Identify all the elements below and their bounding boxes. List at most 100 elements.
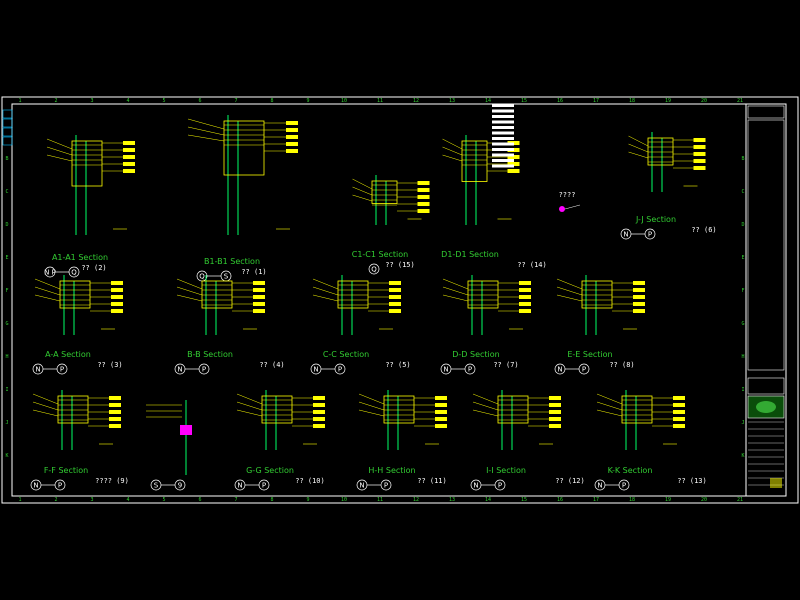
annotation-tag bbox=[253, 281, 265, 285]
detail-block bbox=[461, 140, 488, 182]
title-block-company bbox=[747, 377, 785, 395]
annotation-tag bbox=[253, 309, 265, 313]
annotation-tag bbox=[693, 152, 706, 156]
revision-tabs bbox=[2, 109, 13, 146]
section-subtitle: ?? (2) bbox=[81, 264, 106, 272]
grid-row-label-left: H bbox=[5, 354, 8, 360]
grid-col-label-bottom: 10 bbox=[341, 497, 347, 503]
leader-line bbox=[176, 278, 203, 290]
section-subtitle: ?? (4) bbox=[259, 361, 284, 369]
grid-bubble-label: N bbox=[33, 482, 38, 490]
annotation-tag bbox=[109, 424, 121, 428]
annotation-tag bbox=[111, 309, 123, 313]
leader-line bbox=[187, 118, 225, 130]
grid-bubble-label: P bbox=[58, 482, 62, 490]
leader-line bbox=[442, 278, 469, 290]
annotation-tag bbox=[549, 410, 561, 414]
highlight-block bbox=[180, 425, 192, 435]
leader-line bbox=[34, 294, 61, 302]
title-block-header bbox=[747, 105, 785, 119]
detail-block bbox=[383, 395, 415, 424]
grid-col-label-top: 4 bbox=[126, 98, 129, 104]
section-title: B1-B1 Section bbox=[204, 257, 260, 266]
grid-bubble-label: N bbox=[597, 482, 602, 490]
grid-col-label-bottom: 6 bbox=[198, 497, 201, 503]
grid-row-label-left: I bbox=[5, 387, 8, 393]
annotation-tag bbox=[389, 288, 401, 292]
detail-block bbox=[581, 280, 613, 309]
grid-col-label-bottom: 12 bbox=[413, 497, 419, 503]
grid-bubble-label: P bbox=[622, 482, 626, 490]
section-title: C-C Section bbox=[323, 350, 369, 359]
section-title: I-I Section bbox=[486, 466, 526, 475]
annotation-tag bbox=[633, 281, 645, 285]
grid-col-label-bottom: 1 bbox=[18, 497, 21, 503]
detail-block bbox=[57, 395, 89, 424]
detail-block bbox=[497, 395, 529, 424]
annotation-tag bbox=[313, 417, 325, 421]
annotation-tag bbox=[633, 309, 645, 313]
leader-line bbox=[352, 186, 373, 196]
section-subtitle: ?? (15) bbox=[385, 261, 415, 269]
sheet-border bbox=[1, 96, 799, 504]
detail-block bbox=[337, 280, 369, 309]
grid-bubble-label: S bbox=[154, 482, 159, 490]
annotation-tag bbox=[417, 202, 430, 206]
annotation-tag bbox=[253, 288, 265, 292]
grid-bubble-label: Q bbox=[371, 266, 377, 274]
grid-col-label-top: 8 bbox=[270, 98, 273, 104]
grid-bubble bbox=[368, 263, 380, 275]
annotation-tag bbox=[519, 281, 531, 285]
annotation-tag bbox=[633, 295, 645, 299]
tag-strip-item bbox=[492, 164, 514, 168]
leader-line bbox=[358, 409, 385, 417]
grid-bubble-label: Q bbox=[199, 273, 205, 281]
annotation-tag bbox=[673, 424, 685, 428]
grid-col-label-top: 9 bbox=[306, 98, 309, 104]
grid-bubble-label: S bbox=[224, 273, 229, 281]
grid-col-label-top: 7 bbox=[234, 98, 237, 104]
grid-bubble-label: P bbox=[262, 482, 266, 490]
detail-block bbox=[621, 395, 653, 424]
annotation-tag bbox=[123, 162, 135, 166]
grid-col-label-bottom: 14 bbox=[485, 497, 491, 503]
grid-row-label-right: E bbox=[741, 255, 744, 261]
grid-col-label-bottom: 2 bbox=[54, 497, 57, 503]
grid-bubble-label: P bbox=[384, 482, 388, 490]
grid-bubble-label: P bbox=[202, 366, 206, 374]
grid-col-label-top: 12 bbox=[413, 98, 419, 104]
grid-col-label-top: 2 bbox=[54, 98, 57, 104]
revision-cell bbox=[2, 109, 13, 119]
grid-bubble-label: 9 bbox=[178, 482, 182, 490]
annotation-tag bbox=[389, 302, 401, 306]
section-subtitle: ?? (8) bbox=[609, 361, 634, 369]
section-d1: D1-D1 Section?? (14) bbox=[441, 135, 547, 269]
section-title: A1-A1 Section bbox=[52, 253, 108, 262]
annotation-tag bbox=[111, 281, 123, 285]
annotation-tag bbox=[417, 195, 430, 199]
grid-row-label-right: K bbox=[741, 453, 744, 459]
annotation-tag bbox=[519, 295, 531, 299]
tag-strip-item bbox=[492, 148, 514, 151]
detail-block bbox=[223, 120, 265, 176]
leader-line bbox=[176, 286, 203, 296]
leader-line bbox=[312, 278, 339, 290]
leader-line bbox=[32, 409, 59, 417]
leader-line bbox=[442, 146, 463, 156]
annotation-tag bbox=[109, 396, 121, 400]
annotation-tag bbox=[633, 288, 645, 292]
leader-line bbox=[358, 393, 385, 405]
annotation-tag bbox=[673, 396, 685, 400]
annotation-tag bbox=[519, 288, 531, 292]
annotation-tag bbox=[253, 302, 265, 306]
tag-strip-item bbox=[492, 153, 514, 157]
annotation-tag bbox=[417, 209, 430, 213]
leader-line bbox=[46, 146, 73, 156]
